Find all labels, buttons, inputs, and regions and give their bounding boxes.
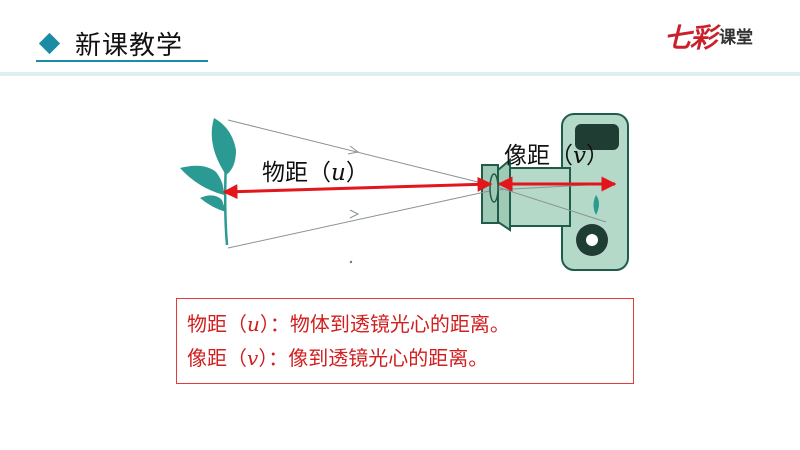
header-divider bbox=[0, 72, 800, 76]
logo-mark: 七彩 bbox=[664, 22, 717, 54]
title-group: 新课教学 bbox=[38, 26, 184, 61]
header-bar: 新课教学 七彩 课堂 bbox=[0, 0, 800, 76]
page-title: 新课教学 bbox=[75, 30, 184, 61]
definition-object-distance: 物距（u）：物体到透镜光心的距离。 bbox=[187, 312, 510, 336]
definition-box: 物距（u）：物体到透镜光心的距离。 像距（v）：像到透镜光心的距离。 bbox=[176, 298, 634, 384]
camera-icon bbox=[481, 113, 629, 271]
brand-logo: 七彩 课堂 bbox=[664, 18, 753, 54]
image-distance-label: 像距（v） bbox=[504, 143, 609, 169]
object-distance-label: 物距（u） bbox=[262, 160, 369, 186]
lens-icon bbox=[489, 173, 499, 203]
leaf-plant-icon bbox=[180, 118, 236, 246]
stray-dot bbox=[349, 260, 353, 264]
title-underline bbox=[36, 60, 208, 62]
logo-subtext: 课堂 bbox=[719, 27, 753, 48]
object-distance-arrow bbox=[222, 176, 493, 200]
definition-image-distance: 像距（v）：像到透镜光心的距离。 bbox=[187, 346, 489, 370]
